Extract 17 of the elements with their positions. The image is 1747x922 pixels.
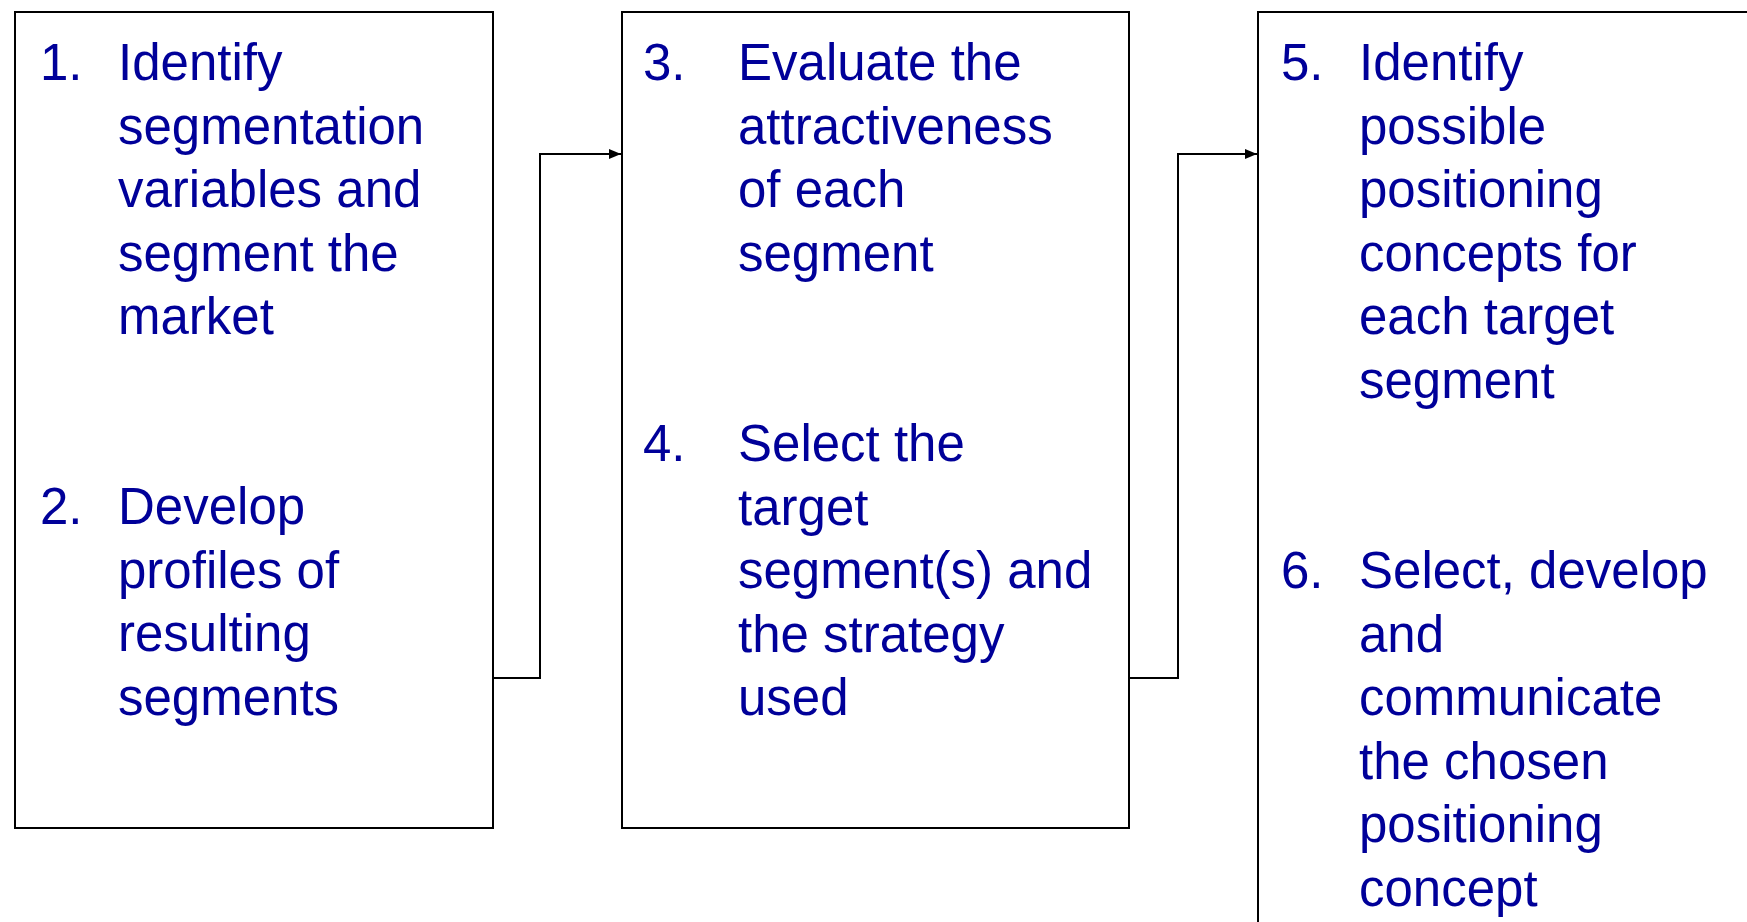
step-text: Select, develop and communicate the chosen positioning concept: [1359, 541, 1709, 919]
step-number: 6.: [1281, 541, 1324, 601]
step-text: Identify segmentation variables and segment the market: [118, 33, 426, 347]
process-box: [621, 11, 1130, 829]
step-number: 5.: [1281, 33, 1324, 93]
step-number: 3.: [643, 33, 686, 93]
process-box: [14, 11, 494, 829]
connector-arrow: [1129, 149, 1258, 679]
step-number: 2.: [40, 477, 83, 537]
step-number: 4.: [643, 414, 686, 474]
connector-arrow: [493, 149, 622, 679]
step-number: 1.: [40, 33, 83, 93]
process-box: [1257, 11, 1747, 922]
step-text: Identify possible positioning concepts for each target segment: [1359, 33, 1638, 411]
step-text: Evaluate the attractiveness of each segment: [738, 33, 1054, 284]
step-text: Select the target segment(s) and the strategy used: [738, 414, 1094, 728]
step-text: Develop profiles of resulting segments: [118, 477, 341, 728]
